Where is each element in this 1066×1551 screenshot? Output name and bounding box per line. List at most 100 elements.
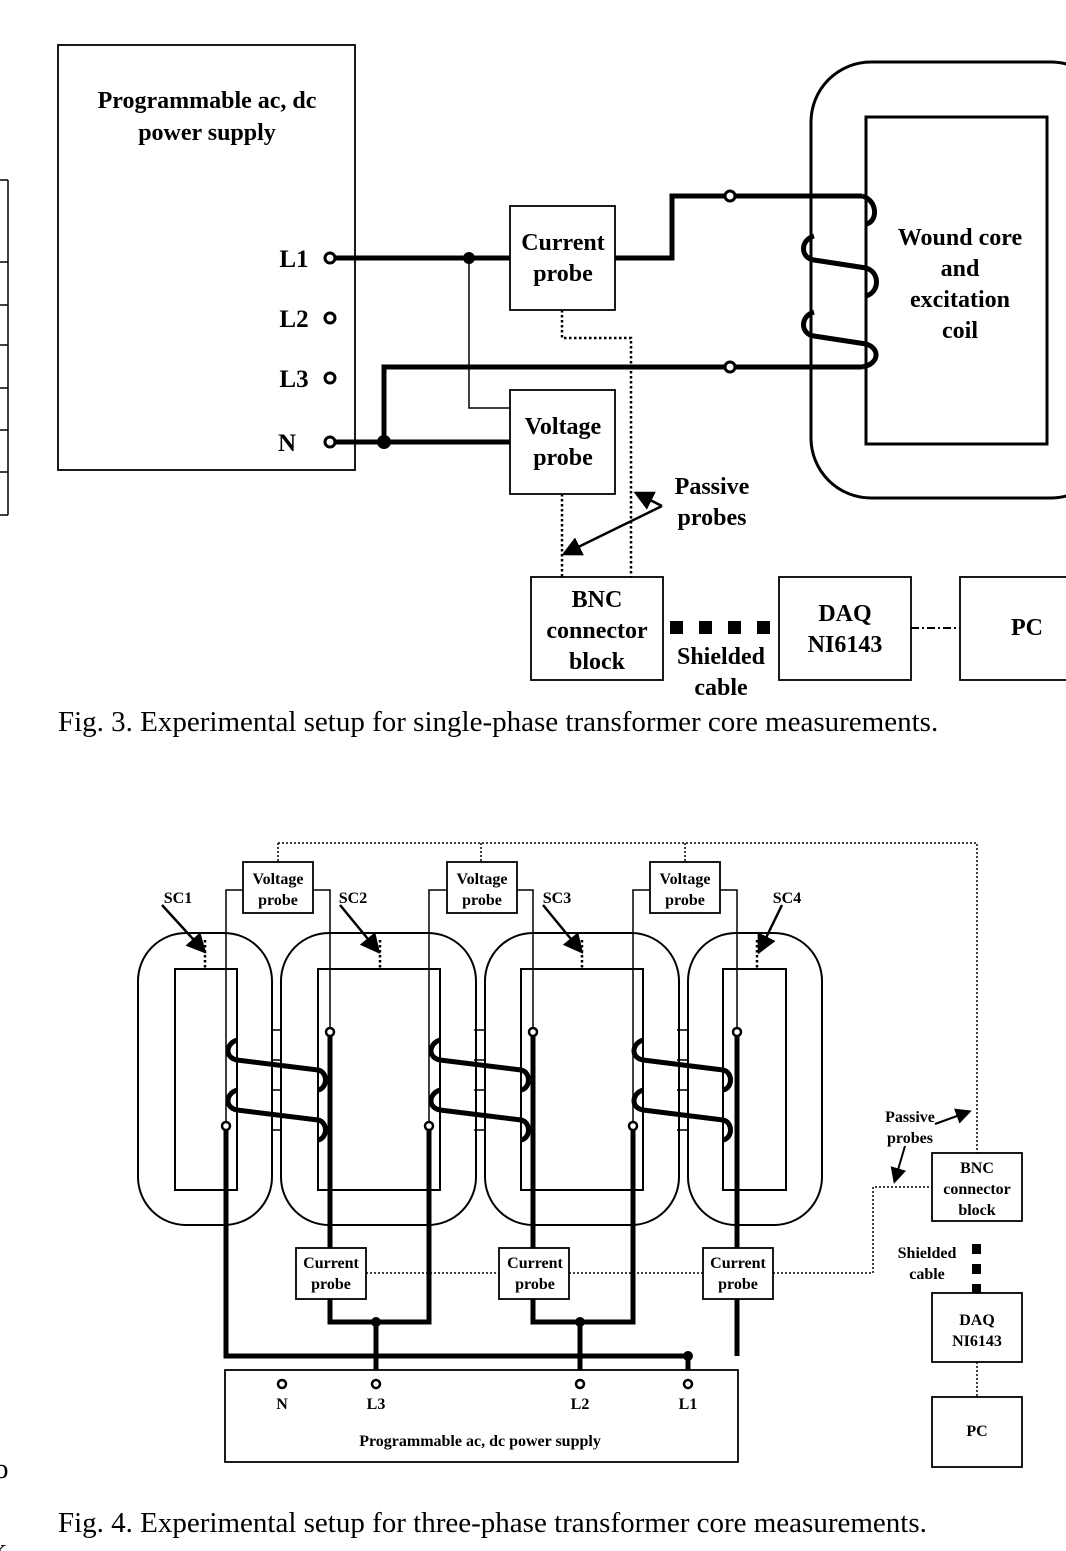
supply-terminal [682, 1378, 694, 1390]
svg-text:DAQ: DAQ [818, 601, 871, 627]
shielded-cable [972, 1284, 981, 1294]
voltage-sense-line [278, 842, 978, 1153]
svg-text:connector: connector [943, 1181, 1011, 1198]
core-inner [520, 968, 644, 1191]
sc2-label: SC2 [339, 890, 367, 907]
svg-text:Current: Current [710, 1255, 766, 1272]
svg-text:and: and [941, 256, 980, 282]
fig3-pc [959, 576, 1066, 681]
current-probe [702, 1247, 774, 1300]
fig4-daq [931, 1292, 1023, 1363]
svg-text:PC: PC [1011, 615, 1043, 641]
fig4-power-supply [224, 1369, 739, 1463]
partial-table-edge [0, 179, 9, 516]
terminal [220, 1120, 232, 1132]
excitation-coil [225, 1037, 328, 1093]
svg-text:connector: connector [546, 618, 648, 644]
svg-text:PC: PC [966, 1423, 987, 1440]
junction [575, 1317, 585, 1327]
svg-text:Shielded: Shielded [677, 644, 766, 670]
sc-arrow [161, 904, 207, 954]
svg-text:cable: cable [909, 1266, 945, 1283]
passive-probe-arrow [890, 1145, 907, 1184]
current-probe [295, 1247, 367, 1300]
svg-text:Voltage: Voltage [457, 871, 508, 888]
svg-text:Passive: Passive [885, 1109, 935, 1126]
fig3-supply-title: Programmable ac, dc [98, 88, 317, 114]
supply-terminal [574, 1378, 586, 1390]
svg-text:L3: L3 [367, 1396, 386, 1413]
core-outline-4 [687, 932, 823, 1226]
fig3-daq [778, 576, 912, 681]
terminal-label-n: N [278, 430, 296, 457]
svg-text:block: block [569, 649, 626, 675]
fig3-current-probe [509, 205, 616, 311]
svg-text:NI6143: NI6143 [808, 632, 883, 658]
fig3-excitation-coil [801, 193, 879, 370]
voltage-probe [446, 861, 518, 914]
shielded-cable [972, 1264, 981, 1274]
svg-text:probe: probe [718, 1276, 758, 1293]
voltage-probe [649, 861, 721, 914]
fig4-supply-title: Programmable ac, dc power supply [359, 1433, 601, 1450]
svg-text:Voltage: Voltage [525, 414, 602, 440]
junction [683, 1351, 693, 1361]
excitation-coil [631, 1087, 733, 1143]
fig3-diagram: Programmable ac, dc power supply L1 L2 L… [57, 44, 1066, 701]
sc-arrow [757, 904, 784, 955]
svg-text:probes: probes [887, 1130, 933, 1147]
terminal-label-l3: L3 [279, 366, 308, 393]
fig4-bnc-block [931, 1152, 1023, 1222]
fig3-bnc-block [530, 576, 664, 681]
svg-text:BNC: BNC [572, 587, 623, 613]
svg-text:probes: probes [678, 505, 747, 531]
sc-arrow [542, 904, 584, 954]
supply-terminal [276, 1378, 288, 1390]
svg-text:cable: cable [694, 675, 748, 701]
terminal [527, 1026, 539, 1038]
terminal [324, 1026, 336, 1038]
terminal-label-l2: L2 [279, 306, 308, 333]
svg-text:Current: Current [303, 1255, 359, 1272]
excitation-coil [428, 1087, 531, 1143]
svg-text:probe: probe [258, 892, 298, 909]
core-inner [317, 968, 441, 1191]
sc3-label: SC3 [543, 890, 571, 907]
sc1-label: SC1 [164, 890, 192, 907]
excitation-coil [225, 1087, 328, 1143]
shielded-cable [972, 1244, 981, 1254]
excitation-coil [428, 1037, 531, 1093]
svg-text:Voltage: Voltage [253, 871, 304, 888]
sc4-label: SC4 [773, 890, 801, 907]
svg-text:Current: Current [507, 1255, 563, 1272]
current-probe [498, 1247, 570, 1300]
fig3-caption: Fig. 3. Experimental setup for single-ph… [58, 706, 938, 738]
junction [371, 1317, 381, 1327]
voltage-probe [242, 861, 314, 914]
svg-text:BNC: BNC [960, 1160, 994, 1177]
fig3-core-outline [809, 60, 1066, 500]
svg-text:probe: probe [533, 261, 593, 287]
svg-text:probe: probe [462, 892, 502, 909]
margin-fragment: k [0, 1533, 7, 1551]
current-sense-line [366, 1186, 932, 1274]
fig3-voltage-probe [509, 389, 616, 495]
fig3-core-inner [864, 115, 1049, 446]
core-inner [722, 968, 787, 1191]
terminal-label-l1: L1 [279, 246, 308, 273]
svg-text:Shielded: Shielded [898, 1245, 957, 1262]
svg-text:NI6143: NI6143 [952, 1333, 1002, 1350]
svg-text:N: N [276, 1396, 288, 1413]
excitation-coil [631, 1037, 733, 1093]
svg-text:probe: probe [311, 1276, 351, 1293]
voltage-lead [720, 889, 738, 1032]
fig3-supply-title: power supply [138, 120, 276, 146]
svg-text:coil: coil [942, 318, 978, 344]
passive-probe-arrow [934, 1108, 972, 1125]
svg-text:probe: probe [515, 1276, 555, 1293]
fig3-passive-probes-label: Passive [675, 474, 750, 500]
phase-l1-wire [223, 1126, 691, 1380]
svg-text:excitation: excitation [910, 287, 1010, 313]
svg-text:Voltage: Voltage [660, 871, 711, 888]
